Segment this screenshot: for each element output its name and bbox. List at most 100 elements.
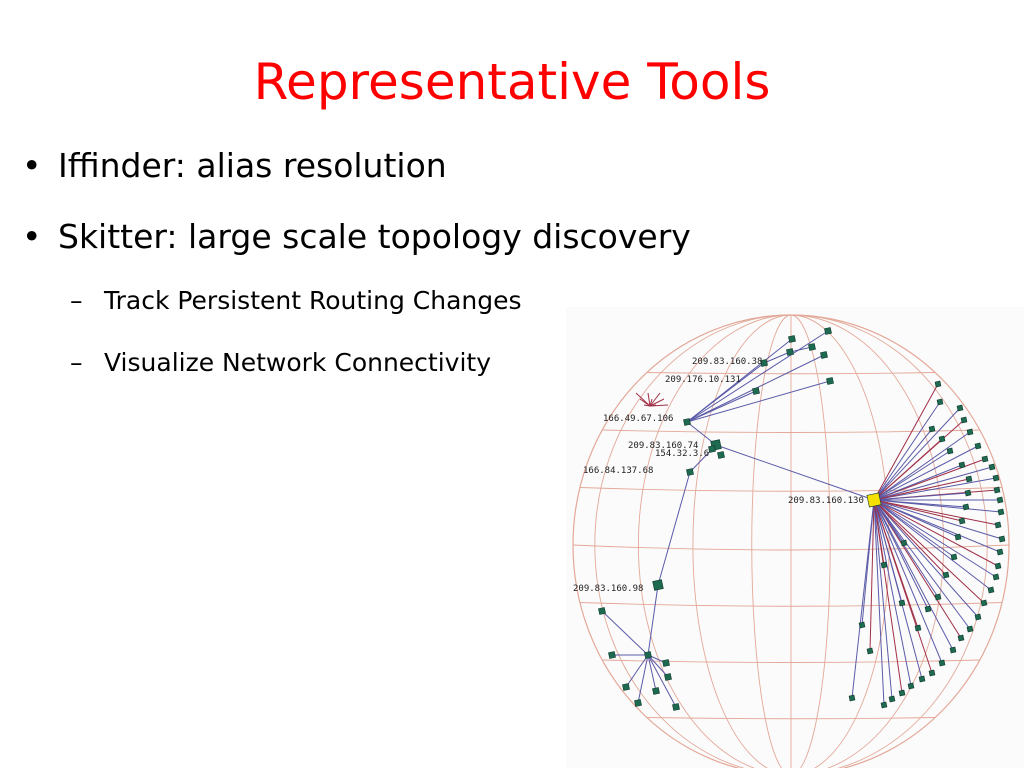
network-node bbox=[994, 521, 1002, 529]
network-edge bbox=[873, 499, 939, 598]
globe-parallel bbox=[646, 717, 936, 720]
sub-bullet-marker: – bbox=[70, 348, 83, 377]
network-edge bbox=[851, 499, 875, 699]
globe-svg: 209.83.160.38 209.176.10.131 166.49.67.1… bbox=[572, 314, 1010, 768]
network-node bbox=[996, 496, 1004, 504]
network-node bbox=[992, 573, 1000, 581]
network-node bbox=[608, 651, 616, 659]
globe-parallel bbox=[602, 429, 980, 433]
network-edge bbox=[643, 404, 651, 407]
network-edge bbox=[649, 392, 661, 407]
network-node bbox=[928, 669, 936, 677]
network-edge bbox=[686, 380, 831, 423]
network-edge bbox=[873, 401, 941, 501]
sub-bullet-connectivity: –Visualize Network Connectivity bbox=[70, 347, 491, 379]
network-edge bbox=[657, 471, 691, 586]
network-edge bbox=[686, 338, 793, 423]
network-edge bbox=[873, 499, 992, 591]
network-node bbox=[936, 398, 944, 406]
network-node bbox=[964, 489, 972, 497]
network-node bbox=[866, 647, 874, 655]
network-node bbox=[622, 683, 630, 691]
network-edge bbox=[873, 499, 999, 526]
network-edge bbox=[873, 492, 969, 501]
network-node bbox=[949, 646, 957, 654]
network-node bbox=[946, 447, 954, 455]
globe-parallel bbox=[602, 659, 980, 663]
network-node bbox=[997, 508, 1005, 516]
network-node bbox=[962, 503, 970, 511]
skitter-globe-visualization: 209.83.160.38 209.176.10.131 166.49.67.1… bbox=[566, 307, 1024, 768]
network-edge bbox=[873, 499, 929, 610]
network-edge bbox=[649, 398, 665, 407]
network-edge bbox=[873, 499, 947, 576]
bullet-iffinder: •Iffinder: alias resolution bbox=[22, 146, 447, 186]
node-labels: 209.83.160.38 209.176.10.131 166.49.67.1… bbox=[573, 357, 864, 594]
network-node bbox=[928, 425, 936, 433]
network-edge bbox=[873, 499, 971, 630]
slide-title: Representative Tools bbox=[253, 53, 771, 111]
network-node bbox=[987, 586, 995, 594]
network-node bbox=[858, 621, 866, 629]
network-edge bbox=[873, 499, 903, 604]
network-edge bbox=[873, 499, 997, 578]
network-node bbox=[980, 599, 988, 607]
network-edge bbox=[873, 407, 961, 501]
network-edge bbox=[686, 390, 757, 423]
node-label: 209.83.160.74 bbox=[628, 441, 698, 451]
globe-parallel bbox=[579, 487, 1003, 492]
network-edge bbox=[625, 654, 649, 688]
globe-parallel bbox=[579, 602, 1003, 607]
network-node bbox=[956, 404, 964, 412]
network-node bbox=[760, 359, 768, 367]
node-label: 209.83.160.130 bbox=[788, 496, 864, 506]
network-node bbox=[686, 468, 694, 476]
network-edge bbox=[873, 499, 893, 700]
network-node bbox=[672, 703, 680, 711]
network-node bbox=[942, 571, 950, 579]
network-edge bbox=[637, 654, 649, 704]
network-edge bbox=[647, 654, 657, 692]
network-node bbox=[786, 348, 794, 356]
network-edge bbox=[873, 499, 963, 522]
network-edges bbox=[601, 330, 1003, 708]
network-node bbox=[924, 605, 932, 613]
network-node bbox=[914, 624, 922, 632]
node-label: 209.176.10.131 bbox=[665, 375, 741, 385]
network-node bbox=[907, 682, 915, 690]
globe-parallel bbox=[646, 372, 936, 375]
bullet-marker: • bbox=[22, 146, 42, 185]
network-node bbox=[965, 475, 973, 483]
network-node bbox=[934, 593, 942, 601]
node-label: 209.83.160.38 bbox=[692, 357, 762, 367]
network-node bbox=[788, 335, 796, 343]
sub-bullet-marker: – bbox=[70, 286, 83, 315]
network-node bbox=[950, 553, 958, 561]
network-node bbox=[966, 428, 974, 436]
network-node bbox=[664, 673, 672, 681]
network-edge bbox=[873, 499, 912, 687]
network-node bbox=[934, 380, 942, 388]
network-edge bbox=[715, 444, 875, 501]
network-edge bbox=[873, 431, 971, 501]
network-node bbox=[918, 675, 926, 683]
globe-parallel bbox=[572, 544, 1010, 551]
network-edge bbox=[873, 499, 959, 538]
network-edge bbox=[873, 499, 943, 664]
network-edge bbox=[873, 464, 963, 501]
bullet-marker: • bbox=[22, 217, 42, 256]
network-edge bbox=[649, 404, 669, 407]
network-edge bbox=[647, 654, 677, 708]
network-node bbox=[880, 561, 888, 569]
network-edge bbox=[873, 445, 979, 501]
network-node bbox=[808, 343, 816, 351]
network-edge bbox=[647, 392, 651, 407]
network-nodes bbox=[598, 327, 1006, 711]
network-node bbox=[717, 451, 725, 459]
network-edge bbox=[869, 499, 875, 652]
network-node bbox=[898, 599, 906, 607]
network-node bbox=[958, 461, 966, 469]
network-node bbox=[996, 548, 1004, 556]
network-node bbox=[888, 695, 896, 703]
network-edge bbox=[873, 499, 967, 508]
